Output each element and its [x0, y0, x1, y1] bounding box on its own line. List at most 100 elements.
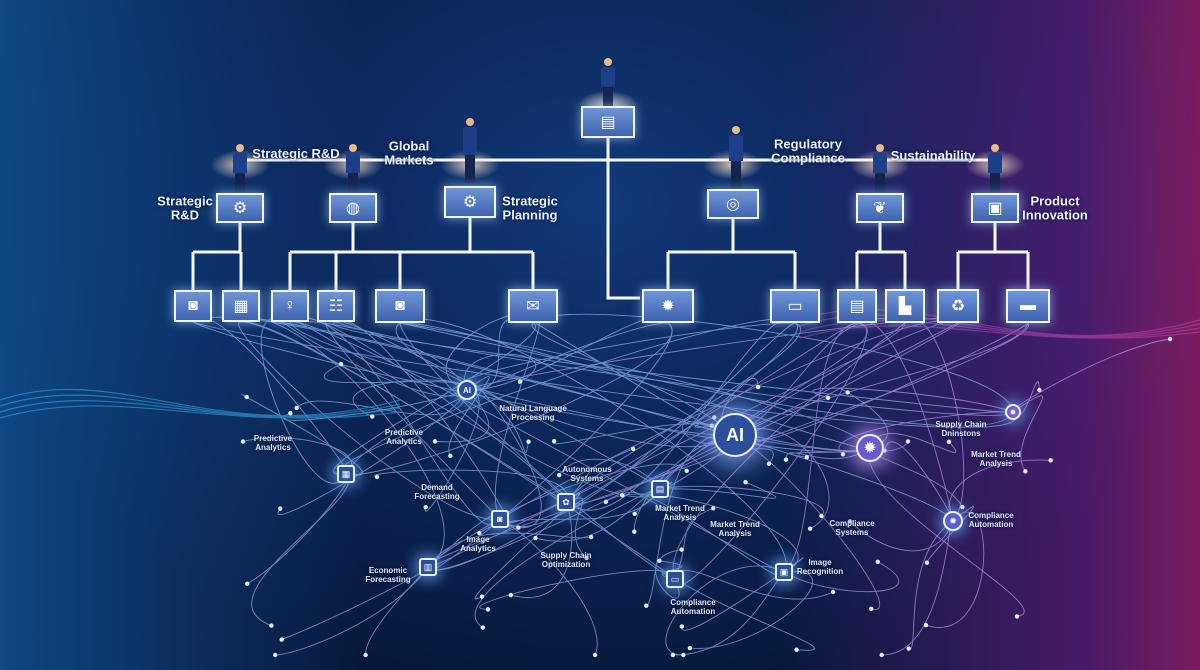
- document-icon[interactable]: ▤: [581, 106, 635, 138]
- network-curve: [399, 322, 676, 580]
- box-label: Strategic Planning: [502, 193, 558, 223]
- network-dot: [807, 526, 813, 531]
- network-dot: [278, 506, 283, 511]
- gear-icon[interactable]: ⚙: [216, 193, 264, 223]
- network-dot: [825, 395, 831, 400]
- network-dot: [592, 652, 598, 658]
- mail-icon[interactable]: ✉: [508, 289, 558, 323]
- settings-icon[interactable]: ⚙: [444, 186, 496, 218]
- gear-node-icon[interactable]: ✹: [943, 511, 963, 531]
- network-curve: [289, 319, 661, 498]
- box-label: Product Innovation: [1022, 193, 1088, 223]
- globe-icon[interactable]: ◍: [329, 193, 377, 223]
- network-curve: [674, 578, 815, 651]
- network-label: Compliance Automation: [968, 511, 1014, 529]
- network-curve: [448, 376, 490, 457]
- network-curve: [659, 560, 682, 580]
- network-curve: [333, 322, 536, 475]
- ai-hub-small[interactable]: AI: [457, 380, 477, 400]
- network-dot: [1037, 387, 1042, 393]
- monitor-icon[interactable]: ▭: [770, 289, 820, 323]
- network-dot: [1023, 469, 1028, 474]
- network-curve: [395, 322, 736, 447]
- network-curve: [558, 458, 661, 490]
- chart-node-icon[interactable]: ▥: [419, 558, 437, 576]
- camera-icon[interactable]: ◙: [375, 289, 425, 323]
- network-curve: [734, 322, 1029, 436]
- org-connector: [288, 208, 402, 290]
- network-curve: [240, 317, 954, 522]
- factory-icon[interactable]: ▙: [885, 289, 925, 323]
- network-curve: [681, 557, 804, 631]
- network-dot: [906, 646, 911, 651]
- ai-hub-main[interactable]: AI: [713, 413, 757, 457]
- brain-node-icon[interactable]: ✿: [557, 493, 575, 511]
- network-dot: [670, 652, 676, 658]
- team-icon[interactable]: ☷: [317, 290, 355, 322]
- monitor-node-icon[interactable]: ▭: [666, 570, 684, 588]
- network-curve: [856, 321, 954, 522]
- network-dot: [875, 559, 880, 565]
- network-label: Autonomous Systems: [562, 465, 612, 483]
- clipboard-icon[interactable]: ▤: [837, 289, 877, 323]
- network-dot: [338, 361, 344, 367]
- network-dot: [363, 652, 368, 658]
- network-curve: [246, 472, 351, 585]
- network-curve: [238, 321, 501, 520]
- network-curve: [335, 321, 1014, 416]
- network-dot: [644, 603, 649, 608]
- network-curve: [665, 565, 785, 656]
- network-dot: [479, 594, 485, 599]
- network-dot: [712, 415, 717, 420]
- calendar-node-icon[interactable]: ▦: [337, 465, 355, 483]
- network-curve: [659, 322, 906, 490]
- network-curve: [531, 322, 736, 436]
- image-icon[interactable]: ▦: [222, 290, 260, 322]
- screen-node-icon[interactable]: ▣: [775, 563, 793, 581]
- network-curve: [532, 313, 1014, 413]
- lightbulb-icon[interactable]: ♀: [271, 290, 309, 322]
- bed-icon[interactable]: ▬: [1006, 289, 1050, 323]
- network-dot: [480, 625, 486, 630]
- network-dot: [632, 511, 637, 516]
- network-label: Predictive Analytics: [253, 434, 293, 452]
- table-node-icon[interactable]: ▤: [651, 480, 669, 498]
- image-node-icon[interactable]: ◙: [491, 510, 509, 528]
- network-dot: [868, 606, 874, 611]
- network-dot: [923, 623, 929, 628]
- network-dot: [533, 535, 538, 541]
- camera-icon[interactable]: ◙: [174, 290, 212, 322]
- wave-line: [0, 394, 401, 417]
- network-label: Market Trend Analysis: [655, 504, 705, 522]
- network-curve: [565, 319, 796, 511]
- network-dot: [432, 439, 438, 444]
- org-connector: [191, 208, 243, 290]
- network-dot: [294, 405, 299, 411]
- network-dot: [1048, 458, 1053, 463]
- network-label: Supply Chain Dninstons: [935, 420, 987, 438]
- network-curve: [466, 389, 530, 454]
- box-icon[interactable]: ▣: [971, 193, 1019, 223]
- network-dot: [830, 589, 836, 595]
- org-stem-top: [606, 136, 640, 300]
- network-dot: [423, 504, 428, 510]
- network-curve: [868, 447, 1025, 617]
- network-dot: [755, 384, 761, 390]
- network-label: Market Trend Analysis: [971, 450, 1021, 468]
- leaf-icon[interactable]: ❦: [856, 193, 904, 223]
- recycle-icon[interactable]: ♻: [937, 289, 979, 323]
- network-curve: [335, 320, 661, 490]
- gear-icon[interactable]: ✹: [642, 289, 694, 323]
- network-curve: [427, 322, 799, 571]
- gear-node-icon[interactable]: ✹: [1005, 404, 1021, 420]
- network-dot: [551, 438, 557, 444]
- person-label: Sustainability: [890, 147, 976, 163]
- network-curve: [289, 321, 871, 453]
- network-curve: [565, 497, 587, 559]
- org-connector: [666, 208, 797, 290]
- network-curve: [499, 518, 598, 656]
- target-icon[interactable]: ◎: [707, 189, 759, 219]
- org-connector: [956, 208, 1030, 290]
- gear-node-icon[interactable]: ✹: [856, 434, 884, 462]
- person-figure: [873, 144, 887, 192]
